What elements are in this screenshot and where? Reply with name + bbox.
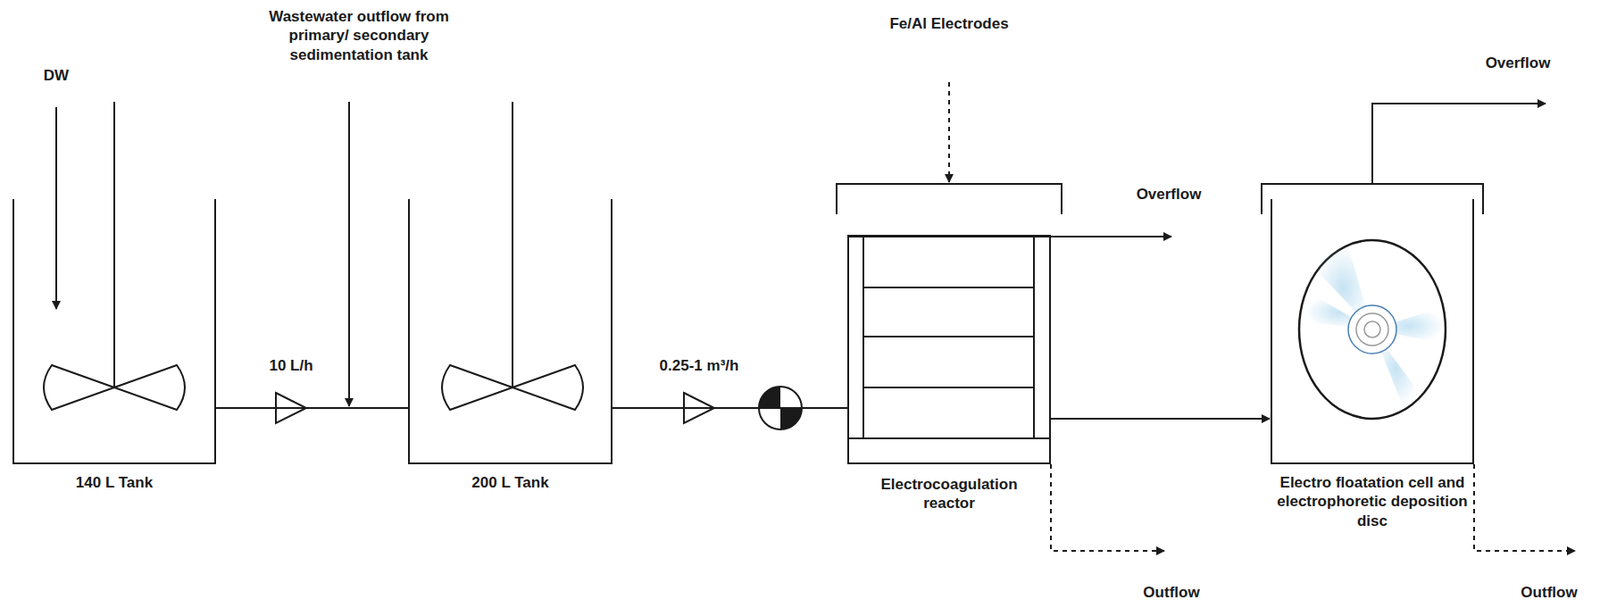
annotation-label: DW bbox=[29, 66, 84, 85]
node-label: Electrocoagulation reactor bbox=[859, 475, 1039, 514]
electrode-plate bbox=[847, 437, 1051, 440]
node-label: 140 L Tank bbox=[25, 473, 204, 492]
node-label: Electro floatation cell and electrophore… bbox=[1274, 473, 1471, 531]
annotation-label: Wastewater outflow from primary/ seconda… bbox=[251, 7, 467, 65]
annotation-label: Outflow bbox=[1500, 583, 1599, 602]
annotation-label: Outflow bbox=[1122, 583, 1221, 602]
pointer-arrow bbox=[948, 82, 950, 183]
feed-arrow bbox=[55, 107, 58, 309]
outflow-line bbox=[1474, 464, 1575, 551]
pipe-connector bbox=[1050, 417, 1270, 420]
impeller bbox=[43, 365, 185, 410]
electrocoagulation-reactor: Electrocoagulation reactor bbox=[847, 234, 1051, 465]
flotation-cell: Electro floatation cell and electrophore… bbox=[1270, 199, 1475, 465]
annotation-label: Overflow bbox=[1468, 53, 1567, 73]
pipe-connector bbox=[216, 407, 409, 409]
mixer-shaft bbox=[113, 101, 116, 388]
annotation-label: Overflow bbox=[1119, 184, 1218, 204]
node-label: 200 L Tank bbox=[421, 473, 600, 492]
annotation-label: Fe/Al Electrodes bbox=[886, 14, 1012, 34]
flow-rate-label: 0.25-1 m³/h bbox=[659, 356, 740, 375]
electrode-plate bbox=[863, 335, 1034, 338]
reactor-lid bbox=[836, 183, 1062, 215]
electrode-plate bbox=[863, 286, 1034, 289]
mixing-tank: 140 L Tank bbox=[12, 199, 217, 465]
pipe-connector bbox=[612, 407, 848, 409]
impeller bbox=[441, 365, 584, 410]
overflow-line bbox=[1372, 103, 1546, 184]
electrode-plate bbox=[863, 386, 1034, 389]
flow-rate-label: 10 L/h bbox=[268, 356, 313, 375]
mixer-shaft bbox=[511, 101, 514, 388]
outflow-line bbox=[1050, 464, 1165, 551]
mixing-tank: 200 L Tank bbox=[408, 199, 613, 465]
feed-arrow bbox=[348, 101, 350, 407]
deposition-disc bbox=[1299, 240, 1446, 419]
cell-lid bbox=[1261, 183, 1484, 215]
